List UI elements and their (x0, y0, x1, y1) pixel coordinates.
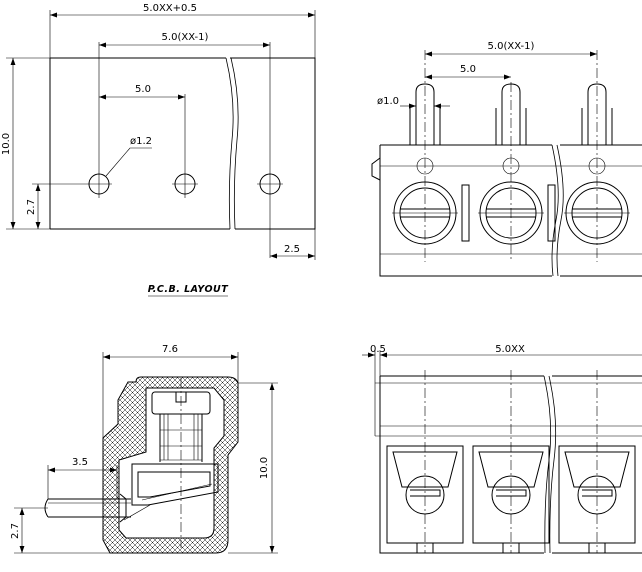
front-view: 0.5 5.0XX (362, 344, 642, 554)
dim-side-pitch: 5.0 (460, 64, 476, 75)
dim-top-pitch-total: 5.0(XX-1) (162, 32, 209, 43)
dim-br-edge: 0.5 (370, 344, 386, 355)
pin (587, 83, 607, 145)
dim-bl-height: 10.0 (259, 457, 270, 479)
pcb-layout-view: 5.0XX+0.5 5.0(XX-1) 5.0 ø1.2 10.0 2.7 2.… (1, 3, 316, 297)
pin (415, 83, 435, 145)
dim-side-pitch-total: 5.0(XX-1) (488, 41, 535, 52)
dim-br-total: 5.0XX (495, 344, 525, 355)
pcb-layout-title: P.C.B. LAYOUT (148, 284, 230, 295)
dim-bl-width: 7.6 (162, 344, 178, 355)
top-side-view: 5.0(XX-1) 5.0 ø1.0 (371, 41, 642, 277)
dim-top-edge: 2.5 (284, 244, 300, 255)
dim-bl-pin-len: 3.5 (72, 457, 88, 468)
dim-top-height: 10.0 (1, 133, 12, 155)
dim-bl-pin-offset: 2.7 (10, 523, 21, 539)
dim-top-pitch: 5.0 (135, 84, 151, 95)
dim-top-overall: 5.0XX+0.5 (143, 3, 197, 14)
cross-section-view: 7.6 3.5 10.0 2.7 (10, 344, 278, 554)
dim-top-hole-offset: 2.7 (26, 199, 37, 215)
dim-pin-dia: ø1.0 (377, 96, 399, 107)
dim-hole-dia: ø1.2 (130, 136, 152, 147)
